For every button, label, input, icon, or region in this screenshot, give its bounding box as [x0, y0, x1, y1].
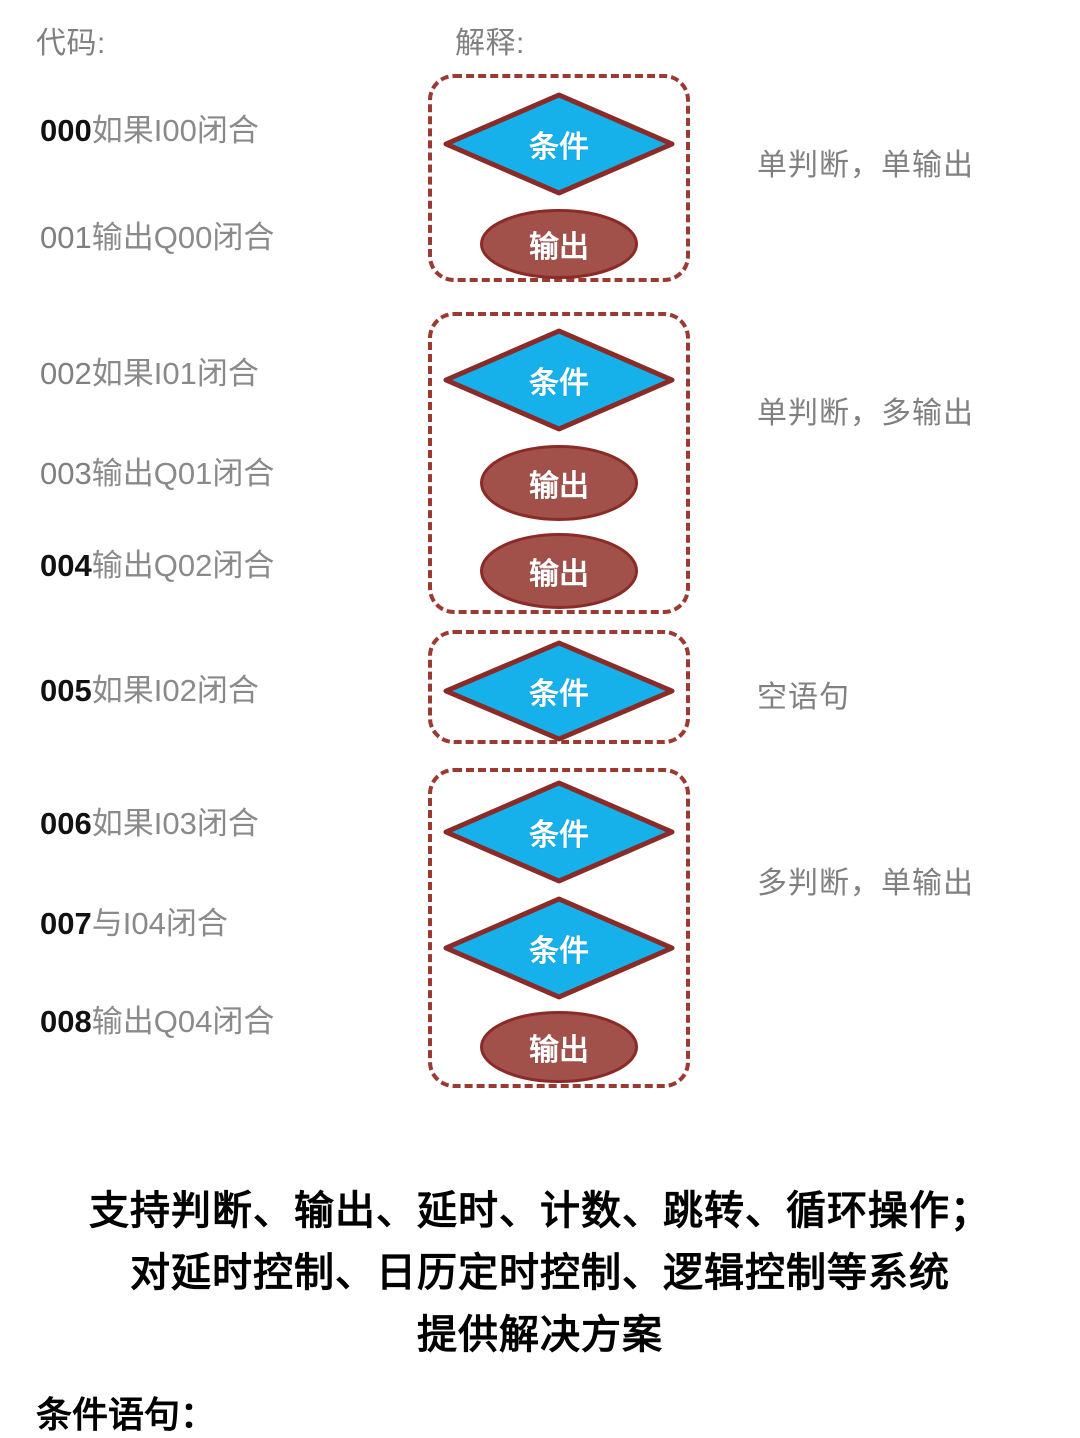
ellipse-icon	[480, 533, 638, 609]
code-line-number: 008	[40, 1004, 92, 1039]
output-node[interactable]: 输出	[479, 532, 639, 610]
flow-group-single-condition-multi-output[interactable]: 条件输出输出	[428, 312, 690, 614]
code-line: 006如果I03闭合	[40, 808, 259, 839]
explanation-column-header: 解释:	[455, 27, 525, 60]
flow-group-empty-statement[interactable]: 条件	[428, 630, 690, 744]
flow-group-multi-condition-single-output[interactable]: 条件条件输出	[428, 768, 690, 1088]
ellipse-shape	[480, 445, 638, 521]
ellipse-shape	[480, 1011, 638, 1083]
code-line: 007与I04闭合	[40, 908, 228, 939]
condition-node[interactable]: 条件	[443, 780, 675, 884]
diamond-icon	[443, 896, 675, 1000]
diamond-icon	[443, 328, 675, 432]
code-line-text: 输出Q00闭合	[91, 220, 275, 255]
code-line-number: 000	[40, 113, 92, 148]
code-line-number: 002	[40, 356, 92, 391]
code-line-text: 如果I03闭合	[91, 806, 259, 841]
code-line-number: 001	[40, 220, 92, 255]
code-line-text: 与I04闭合	[91, 906, 228, 941]
ellipse-icon	[480, 209, 638, 279]
condition-node[interactable]: 条件	[443, 896, 675, 1000]
code-line: 001输出Q00闭合	[40, 222, 274, 253]
flowchart-column: 条件输出条件输出输出条件条件条件输出	[428, 0, 694, 1110]
diamond-shape	[443, 640, 675, 742]
condition-node[interactable]: 条件	[443, 328, 675, 432]
output-node[interactable]: 输出	[479, 444, 639, 522]
summary-line: 对延时控制、日历定时控制、逻辑控制等系统	[130, 1251, 950, 1295]
summary-line: 提供解决方案	[417, 1313, 663, 1357]
condition-node[interactable]: 条件	[443, 640, 675, 742]
code-line-number: 003	[40, 456, 92, 491]
diamond-shape	[443, 896, 675, 1000]
code-line-number: 004	[40, 548, 92, 583]
code-line-text: 如果I02闭合	[91, 673, 259, 708]
explanation-label: 空语句	[757, 681, 850, 714]
ellipse-shape	[480, 533, 638, 609]
code-line: 005如果I02闭合	[40, 675, 259, 706]
condition-node[interactable]: 条件	[443, 92, 675, 196]
diamond-icon	[443, 92, 675, 196]
code-line: 008输出Q04闭合	[40, 1006, 274, 1037]
ellipse-icon	[480, 445, 638, 521]
code-line-text: 输出Q01闭合	[91, 456, 275, 491]
code-line-text: 如果I01闭合	[91, 356, 259, 391]
code-line: 004输出Q02闭合	[40, 550, 274, 581]
diamond-shape	[443, 328, 675, 432]
explanation-label: 单判断，多输出	[757, 397, 974, 430]
code-line-text: 输出Q02闭合	[91, 548, 275, 583]
diamond-shape	[443, 780, 675, 884]
code-line: 000如果I00闭合	[40, 115, 259, 146]
output-node[interactable]: 输出	[479, 1010, 639, 1084]
ellipse-shape	[480, 209, 638, 279]
diamond-icon	[443, 640, 675, 742]
code-line: 003输出Q01闭合	[40, 458, 274, 489]
footer-section-label: 条件语句：	[36, 1394, 217, 1435]
code-line-number: 006	[40, 806, 92, 841]
code-line-number: 007	[40, 906, 92, 941]
output-node[interactable]: 输出	[479, 208, 639, 280]
code-column-header: 代码:	[36, 27, 106, 60]
flow-group-single-condition-single-output[interactable]: 条件输出	[428, 74, 690, 282]
code-line-text: 输出Q04闭合	[91, 1004, 275, 1039]
code-line-text: 如果I00闭合	[91, 113, 259, 148]
code-line: 002如果I01闭合	[40, 358, 259, 389]
diamond-shape	[443, 92, 675, 196]
code-listing: 000如果I00闭合 001输出Q00闭合 002如果I01闭合 003输出Q01闭合…	[40, 0, 410, 1110]
summary-paragraph: 支持判断、输出、延时、计数、跳转、循环操作； 对延时控制、日历定时控制、逻辑控制等…	[0, 1180, 1080, 1366]
diamond-icon	[443, 780, 675, 884]
summary-line: 支持判断、输出、延时、计数、跳转、循环操作；	[89, 1189, 991, 1233]
ellipse-icon	[480, 1011, 638, 1083]
code-line-number: 005	[40, 673, 92, 708]
explanation-label: 单判断，单输出	[757, 149, 974, 182]
explanation-label: 多判断，单输出	[757, 867, 974, 900]
